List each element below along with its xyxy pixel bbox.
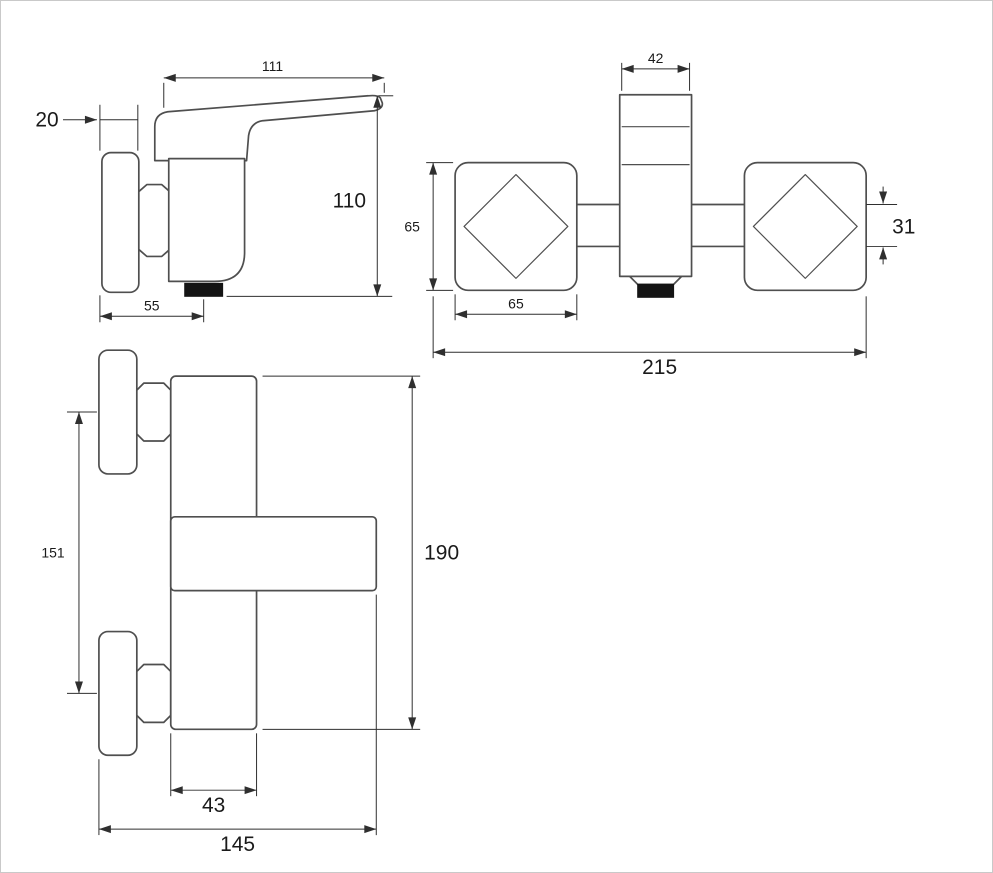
dim-label-handle-length: 111 [262,58,283,74]
side-hex-nut [137,183,171,258]
dim-bottom-inlet-spacing: 151 [41,411,97,694]
front-aerator [637,283,675,298]
dim-side-plate-thickness: 20 [35,104,139,151]
side-lever-handle [153,94,384,162]
view-bottom: 151 190 43 145 [41,349,459,856]
dim-front-overall-width: 215 [432,296,867,379]
dim-label-spout-width: 42 [648,50,664,66]
dim-side-handle-length: 111 [163,58,385,108]
bottom-lower-wall-plate [98,630,138,757]
dim-label-plate-thickness: 20 [35,109,58,132]
dim-label-flange-width: 65 [508,295,524,311]
dim-front-flange-height: 65 [404,162,454,291]
side-wall-plate [101,151,140,294]
dim-bottom-overall-height: 190 [262,375,459,730]
dim-bottom-body-width: 43 [170,733,258,817]
side-aerator [184,282,224,297]
front-left-flange [454,161,578,292]
dim-label-wall-depth: 55 [144,297,160,313]
side-body [167,157,246,283]
bottom-lower-hex-nut [135,663,172,724]
bottom-upper-wall-plate [98,349,138,475]
front-spout-column [618,93,693,278]
dim-front-spout-width: 42 [621,50,691,91]
dim-side-wall-depth: 55 [99,295,205,323]
dim-front-flange-width: 65 [454,294,578,321]
dim-label-overall-width-bottom: 145 [220,833,255,856]
dim-label-inlet-spacing: 151 [41,545,65,561]
bottom-upper-hex-nut [135,382,172,442]
dim-label-overall-width-front: 215 [642,356,677,379]
front-right-flange [743,161,867,292]
dim-bottom-overall-width: 145 [98,594,377,856]
dim-front-bar-height: 31 [866,186,915,265]
front-right-flange-diamond [752,174,858,279]
dim-side-total-height: 110 [226,95,394,297]
view-side: 111 20 110 55 [35,58,394,323]
dim-label-body-width: 43 [202,794,225,817]
front-spout-taper [628,275,683,286]
dim-label-total-height: 110 [333,190,366,213]
front-left-flange-diamond [463,174,569,279]
bottom-lever [169,515,378,592]
dim-label-bar-height: 31 [892,215,915,238]
dim-label-flange-height: 65 [404,218,420,234]
view-front: 42 65 31 65 215 [404,50,915,379]
dim-label-overall-height: 190 [424,542,459,565]
